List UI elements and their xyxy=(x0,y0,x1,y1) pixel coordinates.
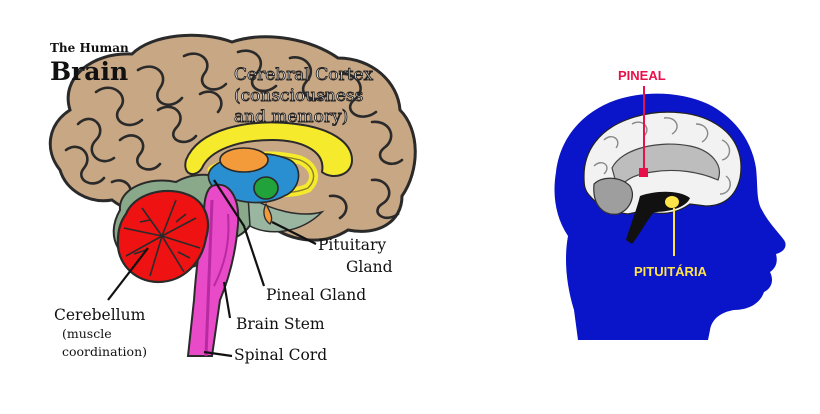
brain-folds-right xyxy=(593,117,731,195)
pituitary-label: PITUITÁRIA xyxy=(634,264,708,279)
pituitary-label-line-1: Pituitary xyxy=(318,236,386,254)
pituitary-marker xyxy=(665,196,679,208)
pineal-gland-label: Pineal Gland xyxy=(266,286,366,304)
pituitary-gland-shape xyxy=(263,202,273,225)
brain-stem-label: Brain Stem xyxy=(236,315,325,333)
pituitary-label-line-2: Gland xyxy=(346,258,393,276)
header-small: The Human xyxy=(50,41,129,55)
cerebellum-note-line-1: (muscle xyxy=(62,326,112,341)
thalamus xyxy=(219,147,269,173)
cortex-label-line-2: (consciousness xyxy=(234,86,363,106)
inner-brain-right xyxy=(611,143,720,192)
hypothalamus xyxy=(253,176,279,200)
cerebellum-note-line-2: coordination) xyxy=(62,344,147,359)
leader-lines xyxy=(107,179,317,358)
header-big: Brain xyxy=(50,57,128,86)
cerebellum-right xyxy=(593,177,633,215)
cortex-label-line-1: Cerebral Cortex xyxy=(234,65,374,85)
pineal-marker xyxy=(639,168,648,177)
pineal-label: PINEAL xyxy=(618,68,666,83)
corpus-callosum xyxy=(184,121,354,177)
human-brain-diagram: The Human Brain Cerebral Cortex (conscio… xyxy=(48,33,417,364)
head-profile-diagram: PINEAL PITUITÁRIA xyxy=(554,68,786,340)
cerebellum-label: Cerebellum xyxy=(54,306,146,324)
cerebellum-folds xyxy=(123,199,201,277)
spinal-cord-label: Spinal Cord xyxy=(234,346,327,364)
cortex-label-line-3: and memory) xyxy=(234,107,348,127)
